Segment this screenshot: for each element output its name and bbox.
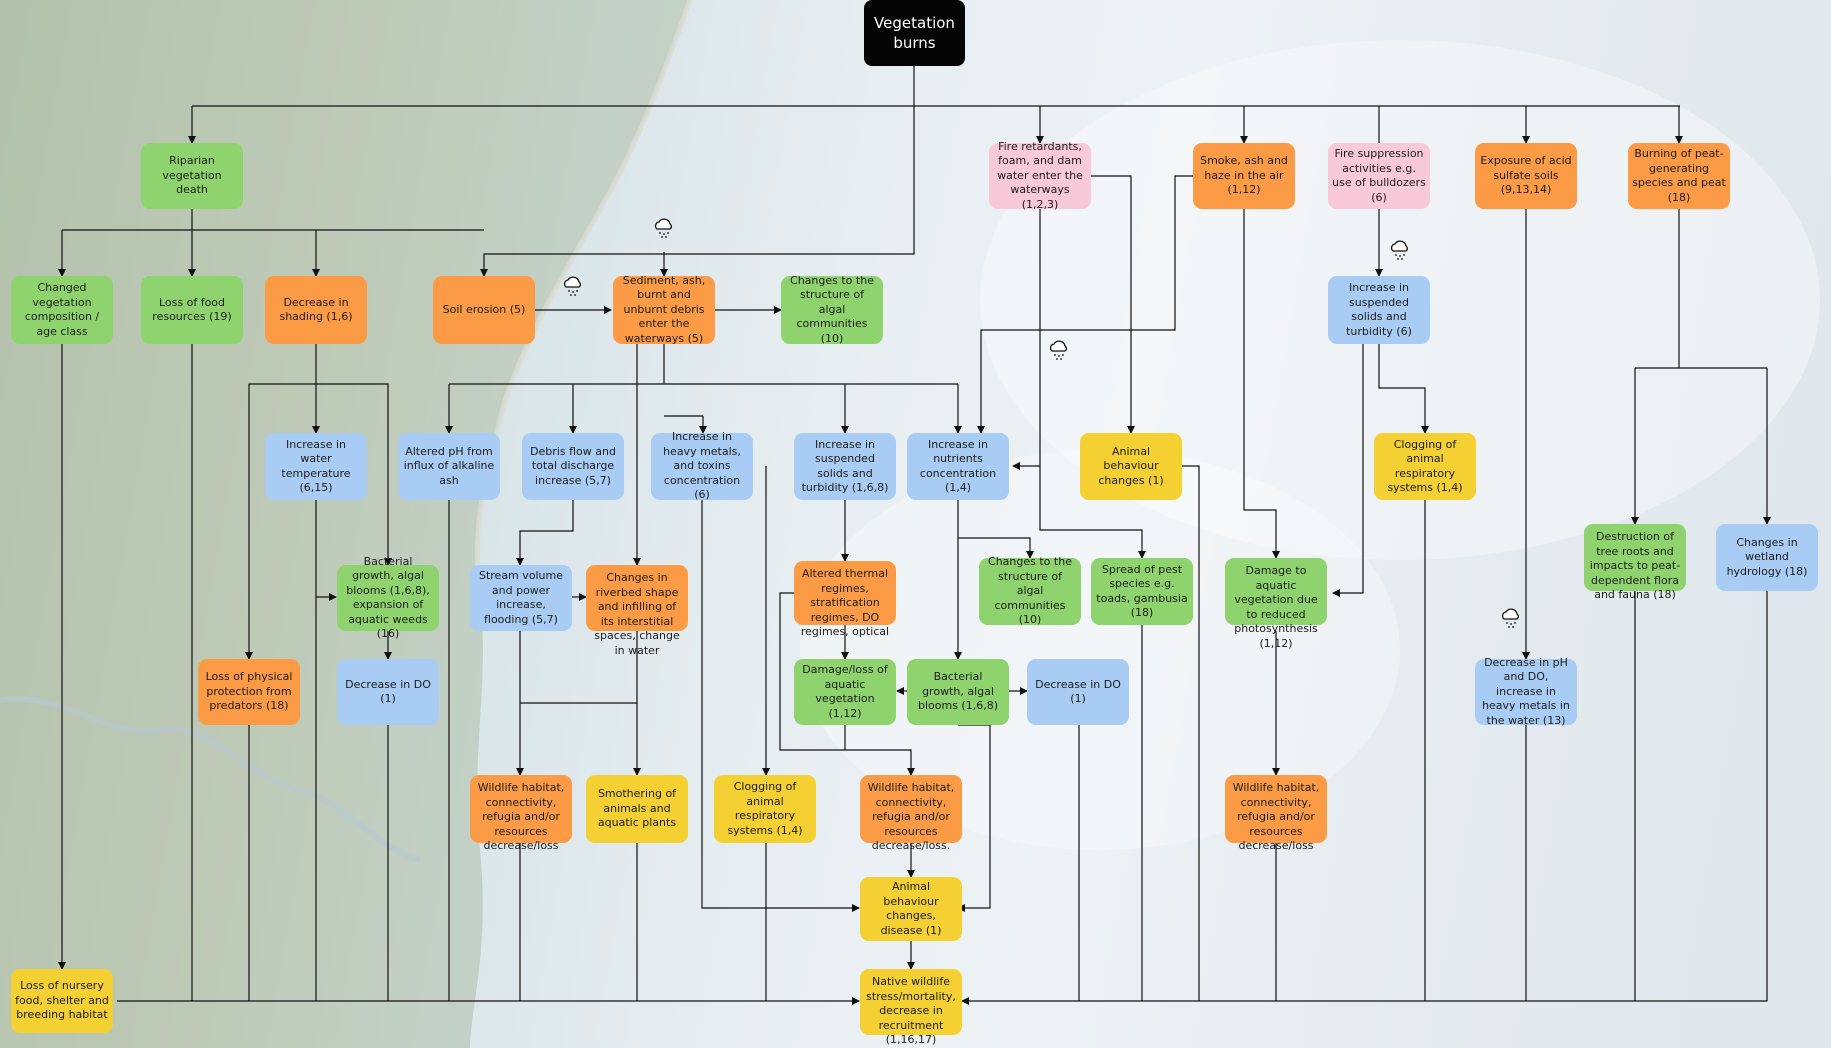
node-habitat-loss-mid: Wildlife habitat, connectivity, refugia … — [860, 775, 962, 852]
node-altered-ph: Altered pH from influx of alkaline ash — [398, 433, 500, 500]
node-damage-aquatic-vegetation: Damage/loss of aquatic vegetation (1,12) — [794, 659, 896, 725]
river — [0, 695, 421, 863]
cloud — [800, 450, 1400, 850]
node-loss-physical-protection: Loss of physical protection from predato… — [198, 659, 300, 725]
node-fire-retardants: Fire retardants, foam, and dam water ent… — [989, 140, 1091, 211]
node-loss-of-food-resources: Loss of food resources (19) — [141, 276, 243, 344]
node-wetland-hydrology: Changes in wetland hydrology (18) — [1716, 524, 1818, 591]
node-algal-structure-lower: Changes to the structure of algal commun… — [979, 555, 1081, 626]
node-stream-volume: Stream volume and power increase, floodi… — [470, 565, 572, 631]
node-sediment-enters-waterways: Sediment, ash, burnt and unburnt debris … — [613, 274, 715, 345]
node-bacterial-growth-mid: Bacterial growth, algal blooms (1,6,8) — [907, 659, 1009, 725]
node-smoke-ash-haze: Smoke, ash and haze in the air (1,12) — [1193, 143, 1295, 209]
node-riparian-vegetation-death: Riparian vegetation death — [141, 143, 243, 209]
node-smothering: Smothering of animals and aquatic plants — [586, 775, 688, 843]
node-riverbed-changes: Changes in riverbed shape and infilling … — [586, 565, 688, 657]
land-area — [0, 0, 690, 1048]
node-tree-root-destruction: Destruction of tree roots and impacts to… — [1584, 524, 1686, 601]
node-decrease-do-left: Decrease in DO (1) — [337, 659, 439, 725]
node-acid-sulfate-soils: Exposure of acid sulfate soils (9,13,14) — [1475, 143, 1577, 209]
node-heavy-metals: Increase in heavy metals, and toxins con… — [651, 430, 753, 501]
node-fire-suppression: Fire suppression activities e.g. use of … — [1328, 143, 1430, 209]
node-native-wildlife-stress: Native wildlife stress/mortality, decrea… — [860, 969, 962, 1046]
rain-cloud-icon — [1501, 608, 1519, 628]
node-nutrients: Increase in nutrients concentration (1,4… — [907, 433, 1009, 500]
node-water-temperature: Increase in water temperature (6,15) — [265, 433, 367, 500]
node-habitat-loss-right: Wildlife habitat, connectivity, refugia … — [1225, 775, 1327, 852]
node-clogging-respiratory-right: Clogging of animal respiratory systems (… — [1374, 433, 1476, 500]
node-ph-do-heavy-metals: Decrease in pH and DO, increase in heavy… — [1475, 656, 1577, 727]
node-bacterial-growth-left: Bacterial growth, algal blooms (1,6,8), … — [337, 555, 439, 640]
node-animal-behaviour-changes: Animal behaviour changes (1) — [1080, 433, 1182, 500]
node-debris-flow: Debris flow and total discharge increase… — [522, 433, 624, 500]
rain-cloud-icon — [654, 218, 672, 238]
node-loss-of-nursery: Loss of nursery food, shelter and breedi… — [11, 969, 113, 1033]
node-suspended-solids-mid: Increase in suspended solids and turbidi… — [794, 433, 896, 500]
node-algal-structure-top: Changes to the structure of algal commun… — [781, 274, 883, 345]
node-habitat-loss-left: Wildlife habitat, connectivity, refugia … — [470, 775, 572, 852]
node-pest-species: Spread of pest species e.g. toads, gambu… — [1091, 558, 1193, 625]
node-altered-thermal-regimes: Altered thermal regimes, stratification … — [794, 561, 896, 638]
rain-cloud-icon — [1390, 240, 1408, 260]
node-changed-vegetation-composition: Changed vegetation composition / age cla… — [11, 276, 113, 344]
root-vegetation-burns: Vegetation burns — [864, 0, 965, 66]
rain-cloud-icon — [563, 276, 581, 296]
node-clogging-respiratory-mid: Clogging of animal respiratory systems (… — [714, 775, 816, 843]
node-animal-behaviour-disease: Animal behaviour changes, disease (1) — [860, 877, 962, 941]
node-soil-erosion: Soil erosion (5) — [433, 276, 535, 344]
node-suspended-solids-right: Increase in suspended solids and turbidi… — [1328, 276, 1430, 344]
node-decrease-do-mid: Decrease in DO (1) — [1027, 659, 1129, 725]
node-decrease-in-shading: Decrease in shading (1,6) — [265, 276, 367, 344]
node-damage-reduced-photosynthesis: Damage to aquatic vegetation due to redu… — [1225, 558, 1327, 650]
rain-cloud-icon — [1049, 340, 1067, 360]
node-peat-burning: Burning of peat-generating species and p… — [1628, 143, 1730, 209]
